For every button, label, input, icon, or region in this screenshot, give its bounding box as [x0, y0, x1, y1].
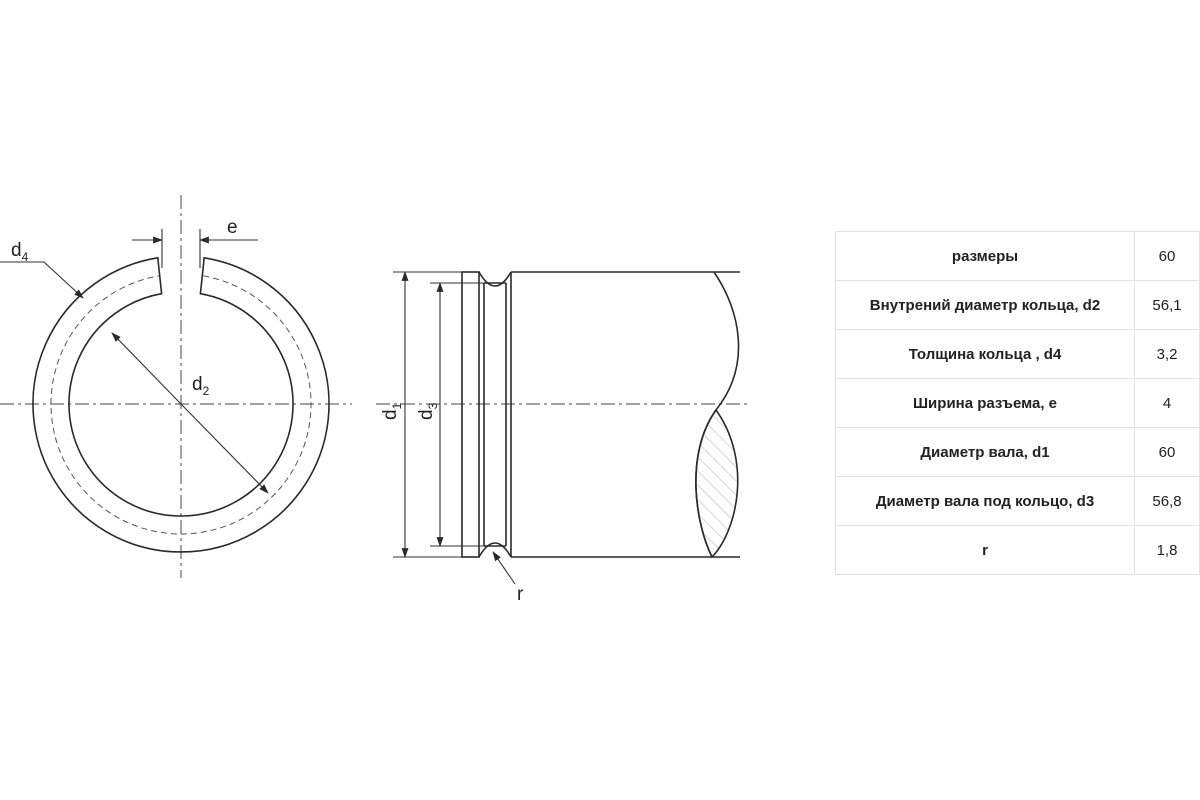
param-cell: Диаметр вала, d1 [835, 427, 1135, 477]
radius-leader: r [492, 551, 524, 605]
inner-diameter-dimension: d2 [111, 332, 269, 494]
shaft-view: d1 d3 r [376, 271, 748, 605]
shaft-end [461, 271, 480, 558]
param-cell: r [835, 525, 1135, 575]
gap-dimension: e [132, 217, 258, 268]
value-cell: 56,8 [1134, 476, 1200, 526]
ring-hidden-contour [50, 275, 312, 535]
thickness-leader: d4 [0, 240, 84, 299]
label-e: e [227, 217, 238, 238]
param-cell: Ширина разъема, е [835, 378, 1135, 428]
label-d2: d2 [192, 374, 210, 398]
param-cell: размеры [835, 231, 1135, 281]
value-cell: 4 [1134, 378, 1200, 428]
param-cell: Толщина кольца , d4 [835, 329, 1135, 379]
section-hatch [695, 408, 739, 559]
shaft-diameter-dimension: d1 [380, 271, 409, 558]
value-cell: 60 [1134, 231, 1200, 281]
ring-body [32, 256, 330, 553]
value-cell: 3,2 [1134, 329, 1200, 379]
param-cell: Внутрений диаметр кольца, d2 [835, 280, 1135, 330]
param-cell: Диаметр вала под кольцо, d3 [835, 476, 1135, 526]
value-cell: 1,8 [1134, 525, 1200, 575]
label-d3: d3 [416, 402, 440, 420]
label-d1: d1 [380, 402, 404, 420]
groove-diameter-dimension: d3 [416, 282, 444, 547]
label-r: r [517, 584, 524, 605]
ring-view: e d4 d2 [0, 195, 352, 578]
label-d4: d4 [11, 240, 29, 264]
ring-groove [478, 271, 512, 558]
value-cell: 60 [1134, 427, 1200, 477]
value-cell: 56,1 [1134, 280, 1200, 330]
